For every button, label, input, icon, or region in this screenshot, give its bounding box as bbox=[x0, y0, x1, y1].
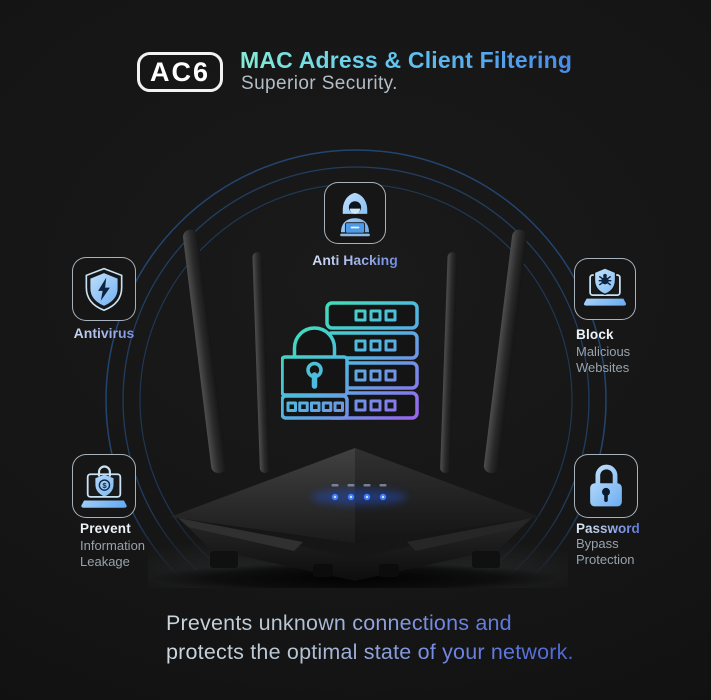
footer-line-1: Prevents unknown connections and bbox=[166, 609, 574, 638]
antivirus-label: Antivirus bbox=[54, 325, 154, 341]
router-foot bbox=[472, 551, 500, 568]
prevent-label-primary: Prevent bbox=[80, 521, 131, 536]
router-antenna bbox=[252, 252, 270, 474]
signal-arc bbox=[122, 166, 590, 634]
router-foot bbox=[313, 564, 333, 577]
anti-hacking-label: Anti Hacking bbox=[295, 252, 415, 268]
page-title: MAC Adress & Client Filtering bbox=[240, 47, 573, 73]
ac6-model-badge-text: AC6 bbox=[149, 56, 210, 87]
led-glow bbox=[311, 489, 407, 505]
router-antenna bbox=[182, 229, 227, 474]
padlock-shackle bbox=[292, 326, 337, 357]
dollar-glyph: $ bbox=[102, 481, 107, 490]
password-boxes bbox=[286, 401, 344, 412]
block-websites-icon-frame bbox=[574, 258, 636, 320]
password-protection-icon-frame bbox=[574, 454, 638, 518]
led-highlight bbox=[381, 495, 385, 499]
router-right-wing bbox=[407, 518, 532, 551]
block-websites-label: Block Malicious Websites bbox=[576, 327, 630, 375]
footer-tagline: Prevents unknown connections and protect… bbox=[166, 609, 574, 667]
router-status-leds bbox=[331, 493, 387, 501]
prevent-leakage-label: Prevent Information Leakage bbox=[80, 521, 145, 569]
router-antenna bbox=[483, 229, 528, 474]
block-label-line: Malicious bbox=[576, 344, 631, 359]
led-labels bbox=[331, 484, 387, 487]
server-indicator-squares bbox=[354, 309, 397, 412]
password-label-primary: Password bbox=[576, 521, 640, 536]
password-label-line: Bypass bbox=[576, 536, 619, 551]
footer-line-2: protects the optimal state of your netwo… bbox=[166, 638, 574, 667]
led-highlight bbox=[365, 495, 369, 499]
router-foot bbox=[210, 551, 238, 568]
prevent-label-line: Information bbox=[80, 538, 146, 553]
page-subtitle: Superior Security. bbox=[241, 73, 398, 94]
router-top-right-facet bbox=[355, 448, 540, 543]
router-foot bbox=[379, 564, 399, 577]
shield-lightning-icon bbox=[85, 267, 123, 312]
padlock-icon bbox=[590, 464, 622, 507]
signal-arc bbox=[105, 149, 607, 651]
block-label-line: Websites bbox=[576, 359, 630, 375]
hooded-hacker-icon bbox=[340, 192, 370, 237]
laptop-dollar-lock-icon: $ bbox=[81, 465, 127, 508]
led-highlight bbox=[333, 495, 337, 499]
server-stack-padlock-lineart bbox=[281, 301, 419, 420]
antivirus-icon-frame bbox=[72, 257, 136, 321]
router-left-wing bbox=[178, 518, 303, 551]
ac6-router bbox=[148, 229, 568, 588]
password-label-line: Protection bbox=[576, 551, 635, 567]
led-highlight bbox=[349, 495, 353, 499]
block-label-primary: Block bbox=[576, 327, 614, 342]
router-antenna bbox=[440, 252, 458, 474]
router-antennas bbox=[182, 229, 528, 474]
ac6-model-badge: AC6 bbox=[137, 52, 223, 92]
router-front-body bbox=[180, 519, 530, 581]
prevent-leakage-icon-frame: $ bbox=[72, 454, 136, 518]
prevent-label-line: Leakage bbox=[80, 553, 130, 569]
laptop-bug-shield-icon bbox=[583, 267, 627, 306]
anti-hacking-icon-frame bbox=[324, 182, 386, 244]
password-protection-label: Password Bypass Protection bbox=[576, 521, 640, 567]
